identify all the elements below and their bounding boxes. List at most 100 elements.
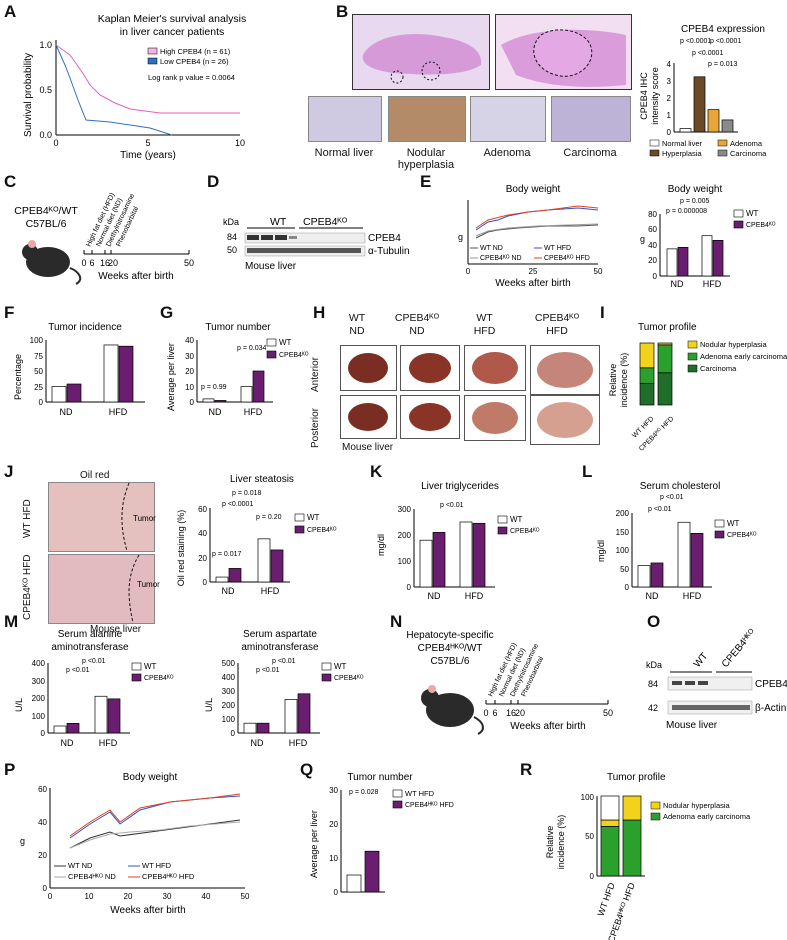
b-legend-carcinoma-swatch	[717, 149, 728, 157]
r-ylabel: Relativeincidence (%)	[545, 815, 566, 870]
o-marker-84: 84	[648, 679, 658, 689]
o-western-blot: kDa WT CPEB4ᴴᴷᴼ 84 42 CPEB4 β-Actin Mous…	[646, 627, 787, 731]
j-ylabel: Oil red staining (%)	[176, 510, 186, 587]
e2-pvalue: p = 0.000008	[666, 208, 707, 215]
bar-G-HFD-0	[240, 386, 253, 403]
j-pvalue: p = 0.20	[256, 514, 282, 521]
legend-swatch-high	[147, 47, 158, 55]
e-legend: CPEB4ᴷᴼ HFD	[544, 255, 590, 262]
j-oil-red-image-wt: Tumor	[48, 482, 156, 552]
m2-legend: CPEB4ᴷᴼ	[334, 675, 364, 682]
c-tick: 6	[89, 258, 94, 268]
e-wt-nd-line	[475, 224, 599, 239]
bar-L-HFD-0	[677, 521, 691, 588]
h-liver-image	[464, 345, 526, 391]
m-ytick: 200	[32, 694, 46, 703]
b-cpeb4-expression-chart: CPEB4 expression CPEB4 IHCintensity scor…	[639, 24, 767, 158]
h-liver-image	[530, 395, 600, 445]
bar-K-ND-1	[432, 532, 446, 588]
bar-J-ND-0	[215, 576, 229, 583]
r-title: Tumor profile	[607, 772, 666, 783]
m2-ytick: 400	[222, 673, 236, 682]
g-legend: CPEB4ᴷᴼ	[279, 352, 309, 359]
a-xtick: 0	[53, 138, 58, 148]
b-legend-carcinoma: Carcinoma	[730, 149, 767, 158]
i-bars	[639, 342, 673, 406]
bar-F-ND-1	[66, 383, 82, 403]
n-tick: 20	[515, 708, 525, 718]
m-title-b2: aminotransferase	[241, 642, 319, 653]
l-ytick: 50	[620, 565, 629, 574]
stack-R-1-0	[622, 795, 642, 821]
g-ytick: 40	[185, 336, 194, 345]
m-ylabel: U/L	[204, 698, 214, 712]
bar-E-right-ND-1	[677, 246, 689, 277]
stack-I-0-2	[639, 382, 655, 406]
e2-title: Body weight	[668, 184, 723, 195]
p-ytick: 20	[38, 851, 47, 860]
k-liver-triglycerides-chart: Liver triglycerides mg/dl 0 100 200 300 …	[376, 481, 540, 601]
g-pvalue: p = 0.99	[201, 384, 227, 391]
o-band	[672, 681, 682, 685]
k-cat: HFD	[465, 591, 484, 601]
l-serum-cholesterol-chart: Serum cholesterol mg/dl 0 50 100 150 200…	[596, 481, 757, 601]
e2-ytick: 0	[653, 272, 658, 281]
p-ko-hfd-line	[69, 793, 241, 837]
h-col: CPEB4ᴷᴼ ND	[394, 312, 440, 337]
b-bar-1	[693, 76, 706, 133]
m-legend: WT	[144, 662, 157, 671]
d-western-blot: kDa WT CPEB4ᴷᴼ 84 50 CPEB4 α-Tubulin Mou…	[223, 216, 410, 272]
bar-E-right-HFD-1	[712, 239, 724, 277]
o-band	[685, 681, 695, 685]
o-ko-label: CPEB4ᴴᴷᴼ	[720, 627, 758, 670]
b-caption-normal: Normal liver	[314, 147, 374, 159]
c-protocol-diagram: CPEB4ᴷᴼ/WT C57BL/6 0 6 16 20 50 Weeks af…	[14, 192, 194, 285]
j-ytick: 40	[198, 529, 207, 538]
k-pvalue: p <0.01	[440, 502, 464, 509]
m2-ytick: 100	[222, 715, 236, 724]
j-bars	[215, 538, 284, 583]
e2-pvalue: p = 0.005	[680, 198, 709, 205]
p-title: Body weight	[123, 772, 178, 783]
stack-I-0-1	[639, 367, 655, 384]
b-ytick: 2	[667, 94, 672, 103]
panel-label-c: C	[4, 172, 17, 191]
bar-L-ND-1	[650, 562, 664, 588]
b-chart-title: CPEB4 expression	[681, 24, 765, 35]
k-title: Liver triglycerides	[421, 481, 499, 492]
o-foot: Mouse liver	[666, 720, 718, 731]
l-ytick: 200	[616, 509, 630, 518]
p-legend: WT HFD	[142, 861, 172, 870]
km-high-line	[55, 44, 240, 114]
p-xtick: 50	[241, 892, 250, 901]
j-pvalue: p <0.0001	[222, 501, 253, 508]
d-wt-label: WT	[270, 216, 287, 228]
o-wt-label: WT	[692, 651, 710, 670]
stack-R-0-0	[600, 819, 620, 827]
b-carcinoma-image	[551, 96, 631, 142]
m2-ytick: 0	[231, 729, 236, 738]
bar-J-HFD-0	[257, 538, 271, 583]
q-ytick: 30	[329, 786, 338, 795]
j-title: Oil red	[80, 470, 110, 481]
n-model-3: C57BL/6	[431, 656, 470, 667]
k-ytick: 100	[398, 557, 412, 566]
r-xcat: WT HFD	[596, 881, 617, 918]
e-ko-nd-line	[475, 223, 599, 237]
panel-label-q: Q	[300, 760, 314, 779]
m2-cat: ND	[251, 738, 264, 748]
g-ytick: 0	[190, 398, 195, 407]
b-legend-hyperplasia-swatch	[649, 149, 660, 157]
d-foot: Mouse liver	[245, 261, 297, 272]
p-legend: WT ND	[68, 861, 93, 870]
e-ylabel: g	[458, 232, 463, 242]
d-band-tubulin: α-Tubulin	[368, 246, 410, 257]
q-title: Tumor number	[347, 772, 413, 783]
f-ytick: 75	[34, 352, 43, 361]
e2-cat: ND	[671, 279, 684, 289]
l-legend: WT	[727, 519, 740, 528]
r-legend: Nodular hyperplasia	[663, 801, 731, 810]
p-legend: CPEB4ᴴᴷᴼ ND	[68, 872, 116, 881]
bar-F-HFD-0	[103, 344, 119, 403]
m-cat: HFD	[99, 738, 118, 748]
